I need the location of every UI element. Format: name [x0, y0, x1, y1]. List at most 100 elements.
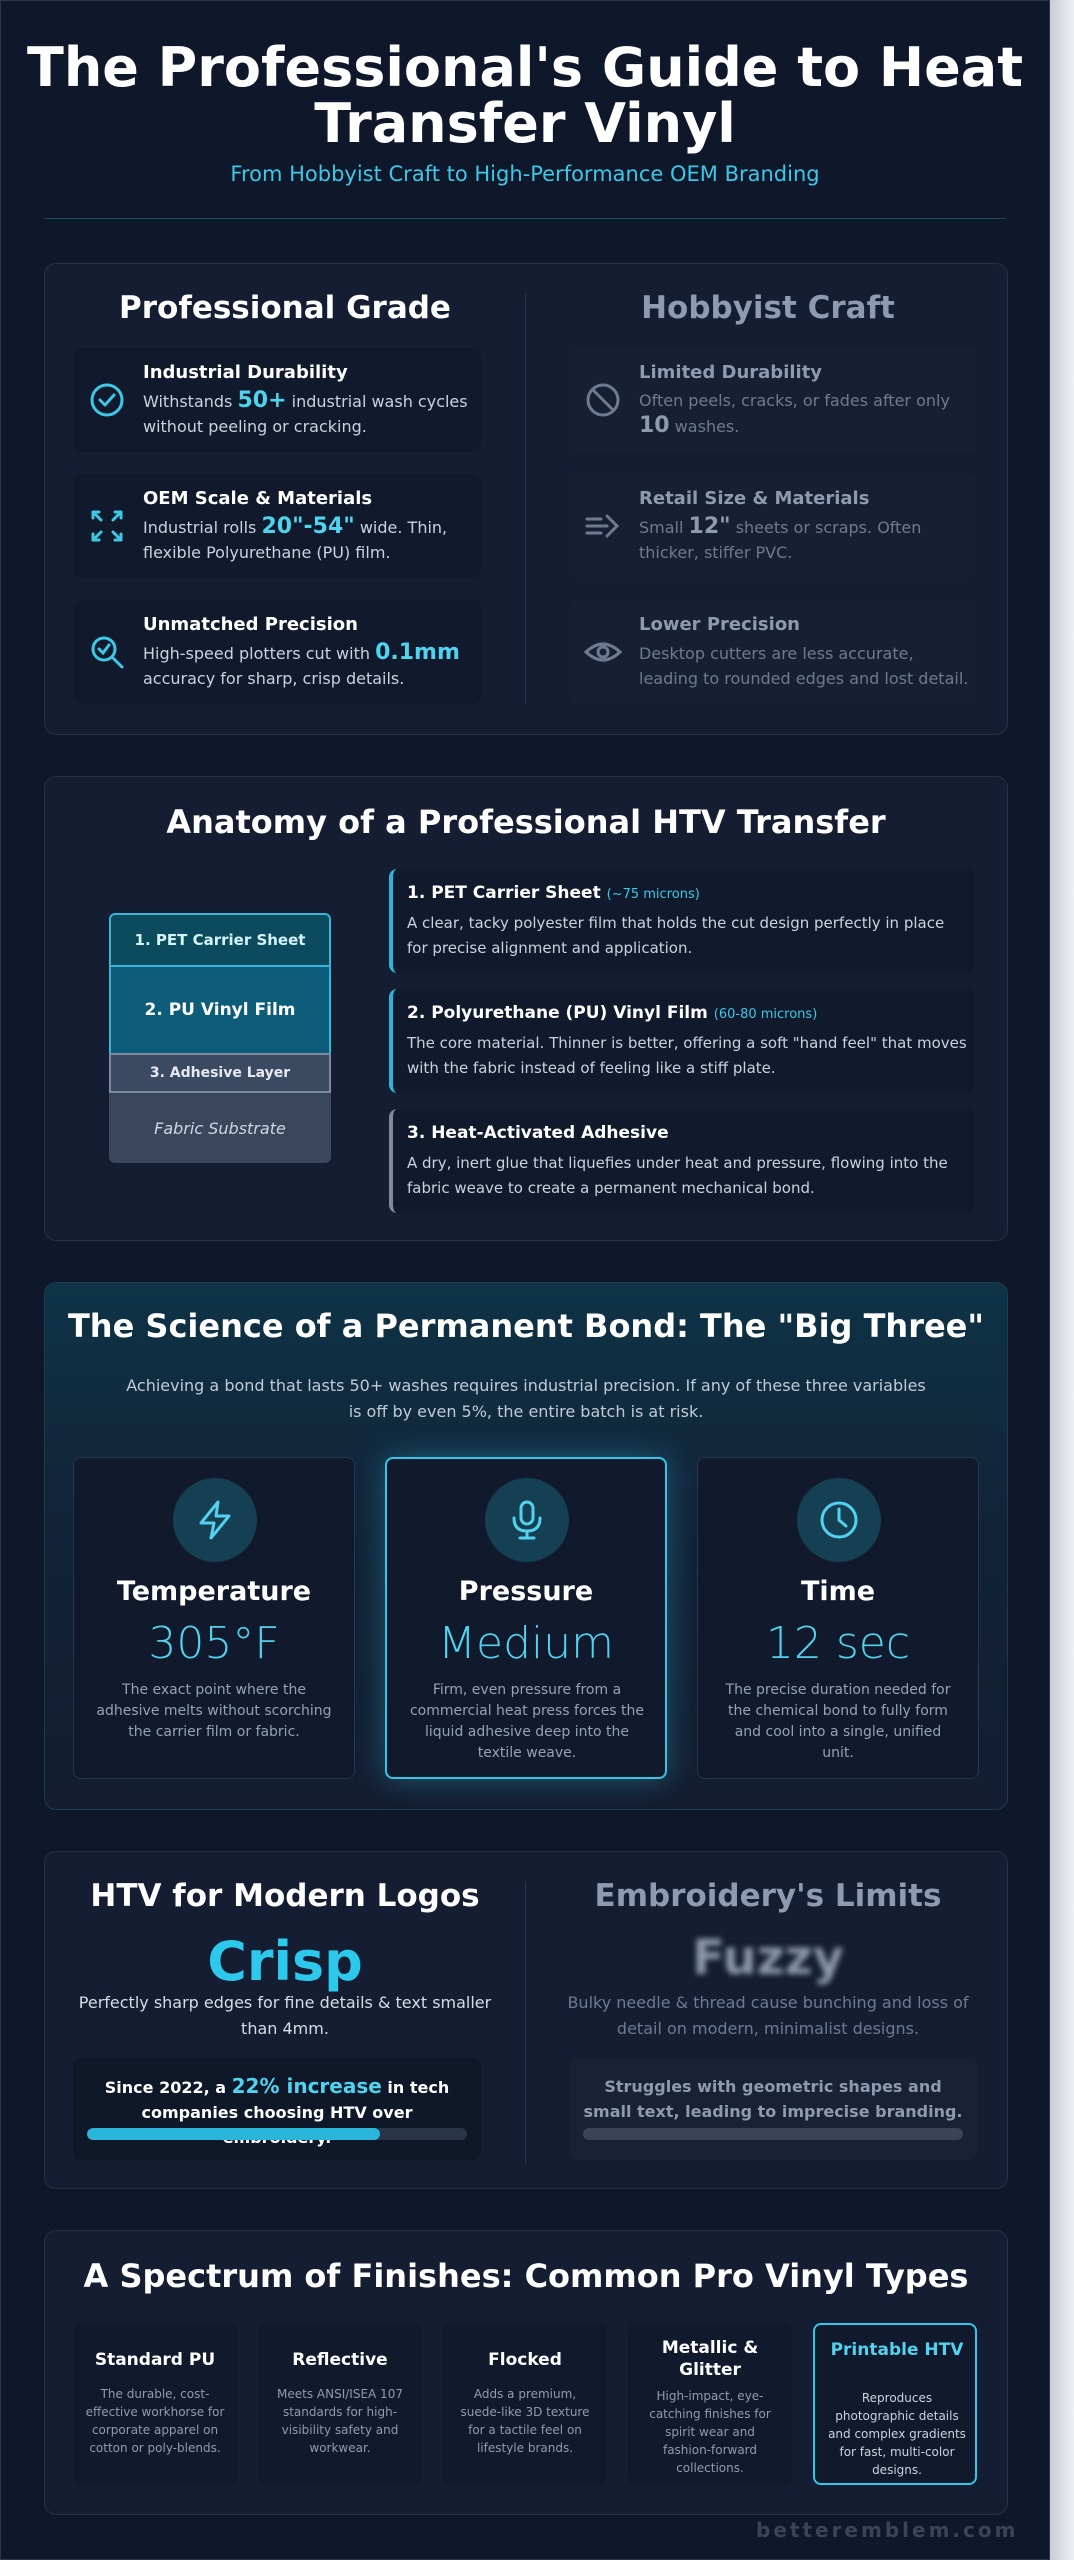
comparison-card: Professional Grade Hobbyist Craft Indust…: [44, 263, 1008, 735]
header-divider: [44, 218, 1006, 219]
anatomy-layer-3: 3. Heat-Activated Adhesive A dry, inert …: [389, 1109, 975, 1213]
finish-name: Flocked: [488, 2350, 562, 2370]
layer-vinyl: 2. PU Vinyl Film: [109, 967, 331, 1053]
finish-desc: The durable, cost-effective workhorse fo…: [85, 2387, 225, 2455]
feature-desc: Small 12" sheets or scraps. Often thicke…: [639, 514, 922, 562]
finish-desc: High-impact, eye-catching finishes for s…: [649, 2389, 771, 2475]
layer-thickness: (60-80 microns): [713, 1007, 818, 1022]
feature-desc: High-speed plotters cut with 0.1mm accur…: [143, 640, 460, 688]
variable-value: Medium: [438, 1618, 614, 1669]
page-subtitle: From Hobbyist Craft to High-Performance …: [230, 162, 820, 186]
finish-printable-htv: Printable HTV Reproduces photographic de…: [813, 2323, 977, 2485]
expand-arrows-icon: [91, 510, 123, 542]
progress-fill: [87, 2128, 380, 2140]
variable-time: Time 12 sec The precise duration needed …: [697, 1457, 979, 1779]
logos-card: HTV for Modern Logos Embroidery's Limits…: [44, 1851, 1008, 2189]
embroidery-title: Embroidery's Limits: [594, 1878, 942, 1914]
feature-desc: Industrial rolls 20"-54" wide. Thin, fle…: [143, 514, 448, 562]
finishes-card: A Spectrum of Finishes: Common Pro Vinyl…: [44, 2230, 1008, 2515]
anatomy-title: Anatomy of a Professional HTV Transfer: [166, 803, 886, 841]
finish-name: Reflective: [292, 2350, 388, 2370]
embroidery-progress-bar: [583, 2128, 963, 2140]
hobby-feature-precision: Lower Precision Desktop cutters are less…: [569, 600, 977, 704]
layer-thickness: (~75 microns): [606, 887, 700, 902]
feature-title: Limited Durability: [639, 362, 823, 383]
anatomy-layer-1: 1. PET Carrier Sheet (~75 microns) A cle…: [389, 869, 975, 973]
hobby-column-title: Hobbyist Craft: [641, 290, 895, 326]
variable-desc: The exact point where the adhesive melts…: [96, 1682, 332, 1740]
layer-adhesive: 3. Adhesive Layer: [109, 1053, 331, 1093]
finish-name: Standard PU: [94, 2350, 216, 2370]
feature-title: Lower Precision: [639, 614, 800, 635]
feature-desc: Withstands 50+ industrial wash cycles wi…: [143, 388, 468, 436]
site-watermark: betteremblem.com: [756, 2518, 1019, 2542]
clock-icon: [820, 1501, 858, 1539]
pro-feature-durability: Industrial Durability Withstands 50+ ind…: [73, 348, 481, 452]
variable-desc: The precise duration needed for the chem…: [725, 1682, 951, 1761]
pro-feature-precision: Unmatched Precision High-speed plotters …: [73, 600, 481, 704]
pro-column-title: Professional Grade: [119, 290, 451, 326]
fuzzy-word: Fuzzy: [692, 1930, 844, 1986]
finish-name: Metallic & Glitter: [661, 2338, 759, 2380]
fast-arrow-icon: [585, 514, 620, 538]
layer-title: 1. PET Carrier Sheet: [407, 883, 601, 903]
feature-desc: Often peels, cracks, or fades after only…: [639, 391, 950, 438]
htv-title: HTV for Modern Logos: [90, 1878, 480, 1914]
hobby-feature-durability: Limited Durability Often peels, cracks, …: [569, 348, 977, 452]
ban-icon: [586, 383, 620, 417]
stat-text: Struggles with geometric shapes and smal…: [583, 2077, 963, 2121]
layer-desc: A clear, tacky polyester film that holds…: [407, 914, 945, 957]
htv-desc: Perfectly sharp edges for fine details &…: [78, 1993, 492, 2038]
science-card: The Science of a Permanent Bond: The "Bi…: [44, 1282, 1008, 1810]
variable-name: Time: [800, 1576, 876, 1607]
layer-substrate: Fabric Substrate: [109, 1093, 331, 1163]
htv-progress-bar: [87, 2128, 467, 2140]
column-divider: [525, 294, 526, 704]
htv-stat: Since 2022, a 22% increase in tech compa…: [73, 2058, 481, 2160]
embroidery-stat: Struggles with geometric shapes and smal…: [569, 2058, 977, 2160]
page-title: The Professional's Guide to Heat Transfe…: [26, 36, 1024, 155]
variable-value: 305°F: [148, 1618, 280, 1669]
finish-name: Printable HTV: [830, 2340, 964, 2360]
variable-value: 12 sec: [765, 1618, 911, 1669]
feature-title: Retail Size & Materials: [639, 488, 870, 509]
science-title: The Science of a Permanent Bond: The "Bi…: [67, 1307, 985, 1345]
embroidery-desc: Bulky needle & thread cause bunching and…: [567, 1993, 969, 2038]
layer-desc: The core material. Thinner is better, of…: [407, 1034, 967, 1077]
finish-standard-pu: Standard PU The durable, cost-effective …: [73, 2323, 237, 2485]
finishes-title: A Spectrum of Finishes: Common Pro Vinyl…: [83, 2257, 969, 2295]
lightning-icon: [199, 1500, 231, 1540]
layer-title: 3. Heat-Activated Adhesive: [407, 1123, 669, 1143]
eye-icon: [583, 642, 623, 662]
pro-feature-scale: OEM Scale & Materials Industrial rolls 2…: [73, 474, 481, 578]
feature-title: Industrial Durability: [143, 362, 348, 383]
anatomy-layer-2: 2. Polyurethane (PU) Vinyl Film (60-80 m…: [389, 989, 975, 1093]
column-divider: [525, 1882, 526, 2164]
layer-stack-diagram: 1. PET Carrier Sheet 2. PU Vinyl Film 3.…: [109, 913, 331, 1163]
layer-carrier: 1. PET Carrier Sheet: [109, 913, 331, 967]
layer-desc: A dry, inert glue that liquefies under h…: [407, 1154, 948, 1197]
check-circle-icon: [90, 383, 124, 417]
finish-desc: Meets ANSI/ISEA 107 standards for high-v…: [277, 2387, 403, 2455]
variable-temperature: Temperature 305°F The exact point where …: [73, 1457, 355, 1779]
anatomy-card: Anatomy of a Professional HTV Transfer 1…: [44, 776, 1008, 1241]
hobby-feature-scale: Retail Size & Materials Small 12" sheets…: [569, 474, 977, 578]
microphone-icon: [512, 1500, 542, 1540]
search-zoom-icon: [91, 636, 124, 669]
progress-fill: [583, 2128, 963, 2140]
variable-name: Temperature: [116, 1576, 312, 1607]
variable-desc: Firm, even pressure from a commercial he…: [409, 1682, 645, 1761]
finish-reflective: Reflective Meets ANSI/ISEA 107 standards…: [258, 2323, 422, 2485]
finish-flocked: Flocked Adds a premium, suede-like 3D te…: [443, 2323, 607, 2485]
finish-metallic-glitter: Metallic & Glitter High-impact, eye-catc…: [628, 2323, 792, 2485]
finish-desc: Adds a premium, suede-like 3D texture fo…: [460, 2387, 590, 2455]
feature-title: Unmatched Precision: [143, 614, 358, 635]
page-shadow: [1050, 0, 1074, 2560]
layer-title: 2. Polyurethane (PU) Vinyl Film: [407, 1003, 708, 1023]
variable-name: Pressure: [458, 1576, 594, 1607]
variable-pressure: Pressure Medium Firm, even pressure from…: [385, 1457, 667, 1779]
crisp-word: Crisp: [207, 1930, 363, 1993]
science-intro: Achieving a bond that lasts 50+ washes r…: [126, 1376, 926, 1421]
feature-title: OEM Scale & Materials: [143, 488, 373, 509]
feature-desc: Desktop cutters are less accurate, leadi…: [639, 644, 969, 688]
